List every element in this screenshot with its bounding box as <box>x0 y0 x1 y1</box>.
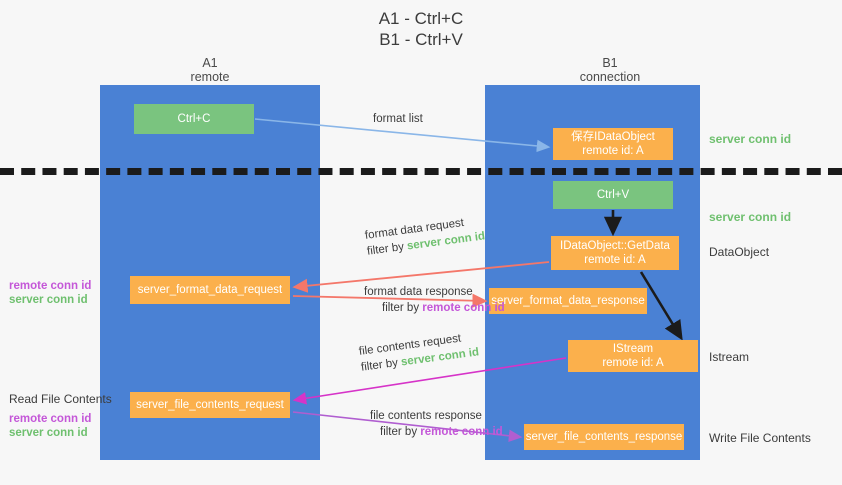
arrow-label-line2: filter by remote conn id <box>382 300 505 316</box>
label-server-conn-id: server conn id <box>9 427 88 439</box>
arrow-label-line1: file contents response <box>370 410 482 422</box>
label-server-conn-id: server conn id <box>9 294 88 306</box>
arrow-label-line1: format data response <box>364 286 473 298</box>
filter-value: remote conn id <box>420 426 503 438</box>
label-server-conn-id-top: server conn id <box>709 132 792 146</box>
box-server-file-contents-request[interactable]: server_file_contents_request <box>130 392 290 418</box>
arrow-label-line2: filter by remote conn id <box>380 424 503 440</box>
arrow-label-format-data-request: format data request filter by server con… <box>364 212 486 259</box>
box-istream[interactable]: IStream remote id: A <box>568 340 698 372</box>
label-conn-id-pair-file: remote conn id server conn id <box>9 412 91 440</box>
filter-prefix: filter by <box>366 240 408 258</box>
filter-prefix: filter by <box>360 356 402 374</box>
filter-prefix: filter by <box>380 426 421 438</box>
label-read-file-contents: Read File Contents <box>9 392 112 406</box>
column-header-a1: A1 remote <box>190 56 230 84</box>
label-server-conn-id-second: server conn id <box>709 210 792 224</box>
box-ctrl-v[interactable]: Ctrl+V <box>553 181 673 209</box>
box-save-idataobject[interactable]: 保存IDataObject remote id: A <box>553 128 673 160</box>
label-write-file-contents: Write File Contents <box>709 431 811 445</box>
label-remote-conn-id: remote conn id <box>9 413 92 425</box>
dashed-divider <box>0 168 842 175</box>
arrow-label-format-data-response: format data response filter by remote co… <box>364 284 505 316</box>
box-idataobject-getdata[interactable]: IDataObject::GetData remote id: A <box>551 236 679 270</box>
column-header-b1: B1 connection <box>579 56 641 84</box>
box-server-format-data-response[interactable]: server_format_data_response <box>489 288 647 314</box>
label-dataobject: DataObject <box>709 245 770 259</box>
box-ctrl-c[interactable]: Ctrl+C <box>134 104 254 134</box>
arrow-label-file-contents-request: file contents request filter by server c… <box>358 328 480 375</box>
label-remote-conn-id: remote conn id <box>9 280 92 292</box>
diagram-title: A1 - Ctrl+C B1 - Ctrl+V <box>378 9 464 49</box>
label-conn-id-pair-format: remote conn id server conn id <box>9 279 91 307</box>
filter-prefix: filter by <box>382 302 423 314</box>
arrow-label-file-contents-response: file contents response filter by remote … <box>370 408 503 440</box>
filter-value: remote conn id <box>422 302 505 314</box>
box-server-format-data-request[interactable]: server_format_data_request <box>130 276 290 304</box>
label-istream: Istream <box>709 350 750 364</box>
box-server-file-contents-response[interactable]: server_file_contents_response <box>524 424 684 450</box>
arrow-label-format-list: format list <box>373 113 423 125</box>
